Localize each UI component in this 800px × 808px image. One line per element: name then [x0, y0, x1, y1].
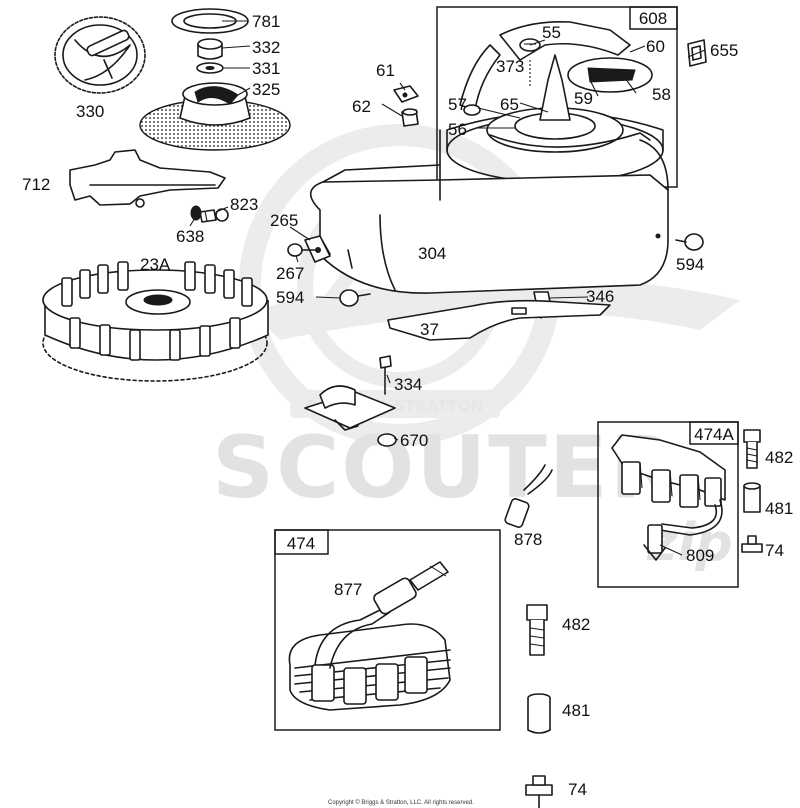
part-481-spacer-bottom	[527, 693, 551, 734]
label-481-top: 481	[765, 499, 793, 518]
part-334-screw	[379, 355, 392, 396]
label-265: 265	[270, 211, 298, 230]
part-608-starter	[446, 20, 664, 183]
part-474-armature	[288, 561, 451, 711]
part-61-bracket	[393, 85, 419, 103]
label-482-top: 482	[765, 448, 793, 467]
label-482-bottom: 482	[562, 615, 590, 634]
label-59: 59	[574, 89, 593, 108]
label-74-bottom: 74	[568, 780, 587, 799]
copyright-text: Copyright © Briggs & Stratton, LLC. All …	[328, 799, 474, 806]
part-74-nut-bottom	[525, 775, 553, 808]
label-331: 331	[252, 59, 280, 78]
label-712: 712	[22, 175, 50, 194]
label-58: 58	[652, 85, 671, 104]
label-62: 62	[352, 97, 371, 116]
watermark-brand: SCOUTER	[212, 418, 678, 518]
label-781: 781	[252, 12, 280, 31]
part-482-bolt-bottom	[526, 604, 548, 656]
label-37: 37	[420, 320, 439, 339]
box-608-label: 608	[639, 9, 667, 28]
label-56: 56	[448, 120, 467, 139]
part-23a-flywheel	[42, 261, 269, 382]
part-330-rope	[54, 16, 146, 94]
label-346: 346	[586, 287, 614, 306]
label-304: 304	[418, 244, 446, 263]
label-670: 670	[400, 431, 428, 450]
box-474a: 474A	[597, 421, 739, 588]
part-712-guard	[69, 149, 226, 208]
part-474a-armature	[611, 434, 726, 561]
label-330: 330	[76, 102, 104, 121]
part-823-screw	[199, 209, 217, 223]
label-332: 332	[252, 38, 280, 57]
part-878-connector	[504, 464, 553, 528]
part-62-screw	[401, 108, 419, 127]
part-37-plate	[387, 299, 611, 341]
part-594-screw-right	[675, 233, 704, 251]
leader-lines	[189, 20, 706, 556]
label-74-top: 74	[765, 541, 784, 560]
label-55: 55	[542, 23, 561, 42]
part-482-bolt-top	[743, 429, 761, 469]
label-60: 60	[646, 37, 665, 56]
label-373: 373	[496, 57, 524, 76]
part-labels: 781 332 331 325 330 712 823 638 23A 61 6…	[22, 12, 793, 799]
part-304-housing	[309, 129, 669, 294]
label-334: 334	[394, 375, 422, 394]
label-61: 61	[376, 61, 395, 80]
box-474-label: 474	[287, 534, 315, 553]
label-65: 65	[500, 95, 519, 114]
part-638-spacer	[190, 205, 229, 222]
part-265-bracket	[304, 235, 331, 263]
label-481-bottom: 481	[562, 701, 590, 720]
label-638: 638	[176, 227, 204, 246]
label-809: 809	[686, 546, 714, 565]
box-474: 474	[274, 529, 501, 731]
part-332-nut	[197, 38, 223, 60]
label-878: 878	[514, 530, 542, 549]
label-594-left: 594	[276, 288, 304, 307]
label-594-right: 594	[676, 255, 704, 274]
label-655: 655	[710, 41, 738, 60]
label-57: 57	[448, 95, 467, 114]
label-823: 823	[230, 195, 258, 214]
part-594-screw-left	[339, 289, 371, 307]
label-325: 325	[252, 80, 280, 99]
part-481-spacer-top	[743, 482, 761, 513]
part-267-screw	[287, 243, 316, 257]
label-877: 877	[334, 580, 362, 599]
part-74-nut-top	[741, 535, 763, 553]
box-474a-label: 474A	[694, 425, 734, 444]
part-670-bracket	[304, 385, 397, 447]
part-331-washer	[196, 62, 224, 74]
label-267: 267	[276, 264, 304, 283]
label-23a: 23A	[140, 255, 171, 274]
part-325-cup	[139, 82, 291, 151]
